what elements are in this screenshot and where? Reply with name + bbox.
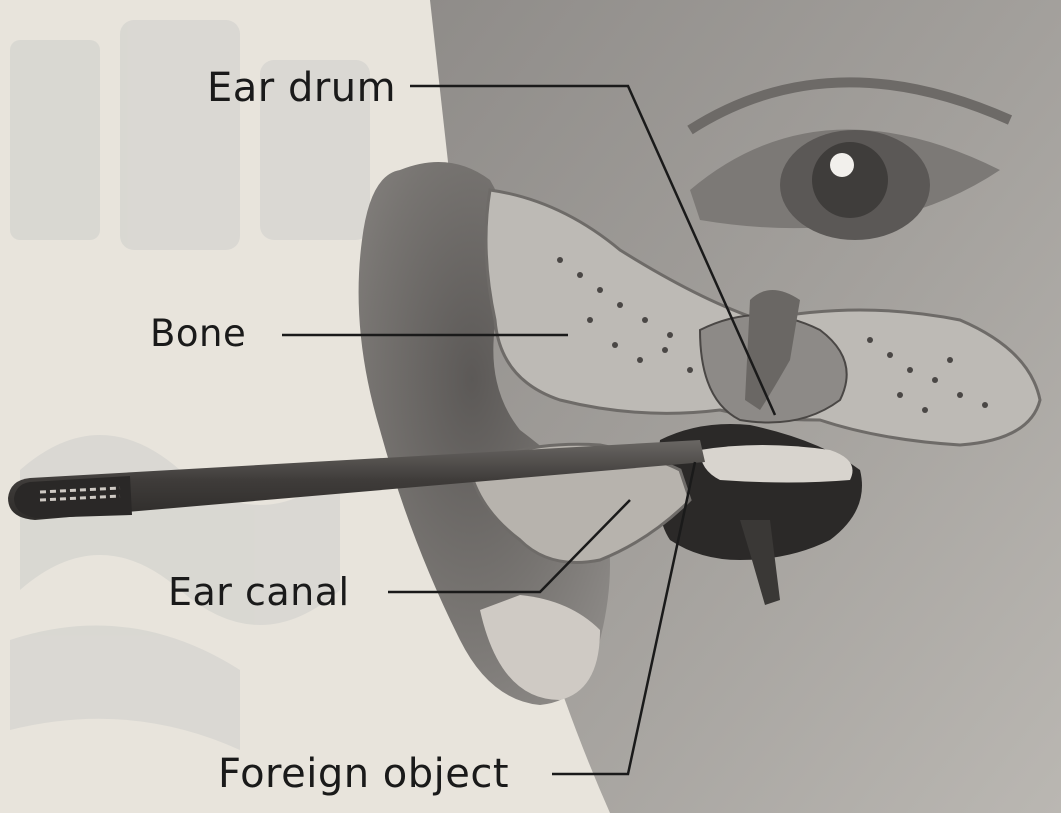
background-pattern [10,20,370,750]
label-ear-drum: Ear drum [207,68,396,108]
label-bone: Bone [150,315,246,352]
label-ear-canal: Ear canal [168,573,350,611]
inner-ear-bone-lip [700,445,853,483]
label-foreign-object: Foreign object [218,754,509,794]
